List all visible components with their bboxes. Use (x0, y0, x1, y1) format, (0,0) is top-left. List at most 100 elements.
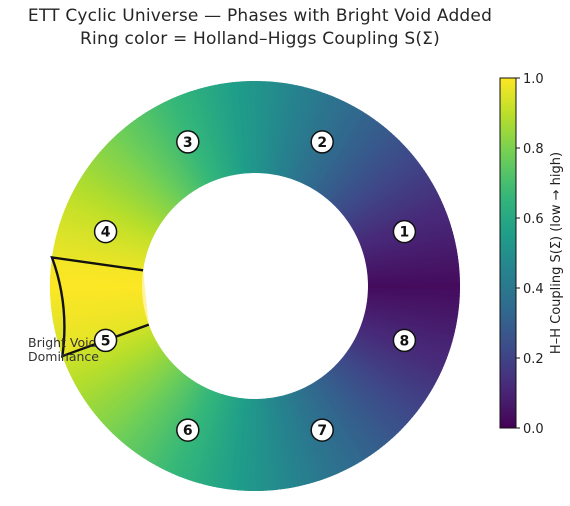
ring-segment (333, 365, 401, 434)
ring-segment (212, 396, 235, 488)
ring-segment (277, 85, 302, 176)
ring-segment (309, 106, 358, 189)
ring-segment (128, 375, 188, 451)
ring-segment (320, 119, 379, 196)
ring-segment (352, 340, 435, 389)
ring-segment (240, 398, 250, 491)
ring-segment (350, 343, 432, 395)
colorbar-tick-label: 0.4 (523, 282, 544, 297)
ring-segment (145, 110, 197, 191)
ring-segment (70, 192, 155, 238)
ring-segment (136, 116, 192, 194)
ring-segment (93, 355, 168, 417)
chart-title: ETT Cyclic Universe — Phases with Bright… (27, 6, 493, 26)
phase-marker-circle (392, 328, 417, 353)
ring-segment (349, 345, 430, 398)
ring-segment (347, 167, 425, 223)
ring-segment (344, 353, 420, 413)
ring-segment (94, 154, 169, 216)
colorbar-tick-label: 0.8 (523, 142, 544, 157)
phase-marker-8: 8 (392, 328, 417, 353)
ring-segment (237, 398, 248, 491)
ring-segment (357, 331, 443, 373)
phase-marker-circle (93, 328, 118, 353)
ring-segment (314, 380, 368, 460)
ring-segment (54, 239, 145, 264)
ring-segment (81, 345, 161, 399)
ring-segment (287, 89, 319, 179)
phase-marker-circle (176, 418, 200, 442)
ring-segment (310, 107, 361, 190)
ring-segment (195, 394, 225, 484)
ring-segment (105, 363, 175, 430)
ring-segment (127, 122, 187, 198)
ring-segment (331, 135, 398, 205)
ring-segment (345, 351, 422, 410)
ring-segment (230, 398, 244, 491)
ring-segment (262, 81, 273, 174)
ring-segment (367, 291, 460, 301)
ring-segment (125, 373, 187, 449)
ring-segment (325, 125, 387, 200)
ring-segment (56, 229, 147, 258)
ring-segment (124, 124, 186, 199)
ring-segment (75, 340, 158, 390)
ring-segment (313, 381, 365, 462)
ring-segment (350, 176, 431, 228)
ring-segment (181, 391, 218, 480)
ring-segment (208, 396, 233, 487)
ring-segment (323, 123, 385, 199)
phase-marker-7: 7 (310, 418, 334, 442)
ring-segment (114, 133, 180, 204)
ring-segment (258, 81, 266, 174)
ring (50, 81, 460, 491)
ring-segment (116, 131, 181, 203)
phase-marker-circle (176, 130, 200, 154)
phase-marker-circle (310, 130, 334, 154)
ring-segment (329, 369, 394, 441)
ring-segment (283, 87, 312, 178)
ring-segment (82, 171, 162, 226)
phase-marker-3: 3 (176, 130, 200, 154)
ring-segment (72, 337, 156, 384)
ring-segment (184, 392, 219, 481)
ring-segment (133, 118, 191, 196)
colorbar-tick-label: 0.0 (523, 422, 544, 437)
ring-segment (222, 397, 241, 490)
ring-segment (363, 314, 454, 343)
phase-marker-label: 4 (101, 225, 111, 241)
phase-marker-6: 6 (176, 418, 200, 442)
ring-segment (102, 361, 173, 427)
ring-segment (139, 114, 194, 193)
phase-marker-circle (392, 219, 417, 244)
ring-segment (101, 146, 173, 211)
ring-segment (89, 352, 166, 411)
ring-segment (219, 397, 239, 489)
ring-segment (50, 261, 143, 275)
ring-segment (339, 150, 413, 214)
ring-segment (112, 367, 179, 437)
phase-marker-2: 2 (310, 130, 334, 154)
ring-segment (88, 162, 165, 221)
ring-segment (366, 302, 458, 322)
ring-segment (317, 115, 373, 194)
ring-segment (130, 120, 189, 197)
ring-segment (273, 83, 295, 176)
ring-segment (340, 358, 413, 421)
ring-segment (281, 86, 309, 177)
ring-segment (117, 369, 182, 442)
ring-segment (314, 111, 367, 192)
bright-void-outline (50, 256, 150, 358)
ring-segment (91, 354, 167, 414)
ring-segment (341, 356, 416, 418)
ring-segment (337, 145, 408, 211)
ring-segment (77, 342, 159, 393)
ring-segment (315, 113, 370, 193)
ring-segment (52, 250, 144, 270)
ring-segment (99, 148, 172, 213)
ring-segment (205, 395, 231, 487)
ring-segment (140, 379, 195, 459)
ring-segment (201, 395, 229, 486)
